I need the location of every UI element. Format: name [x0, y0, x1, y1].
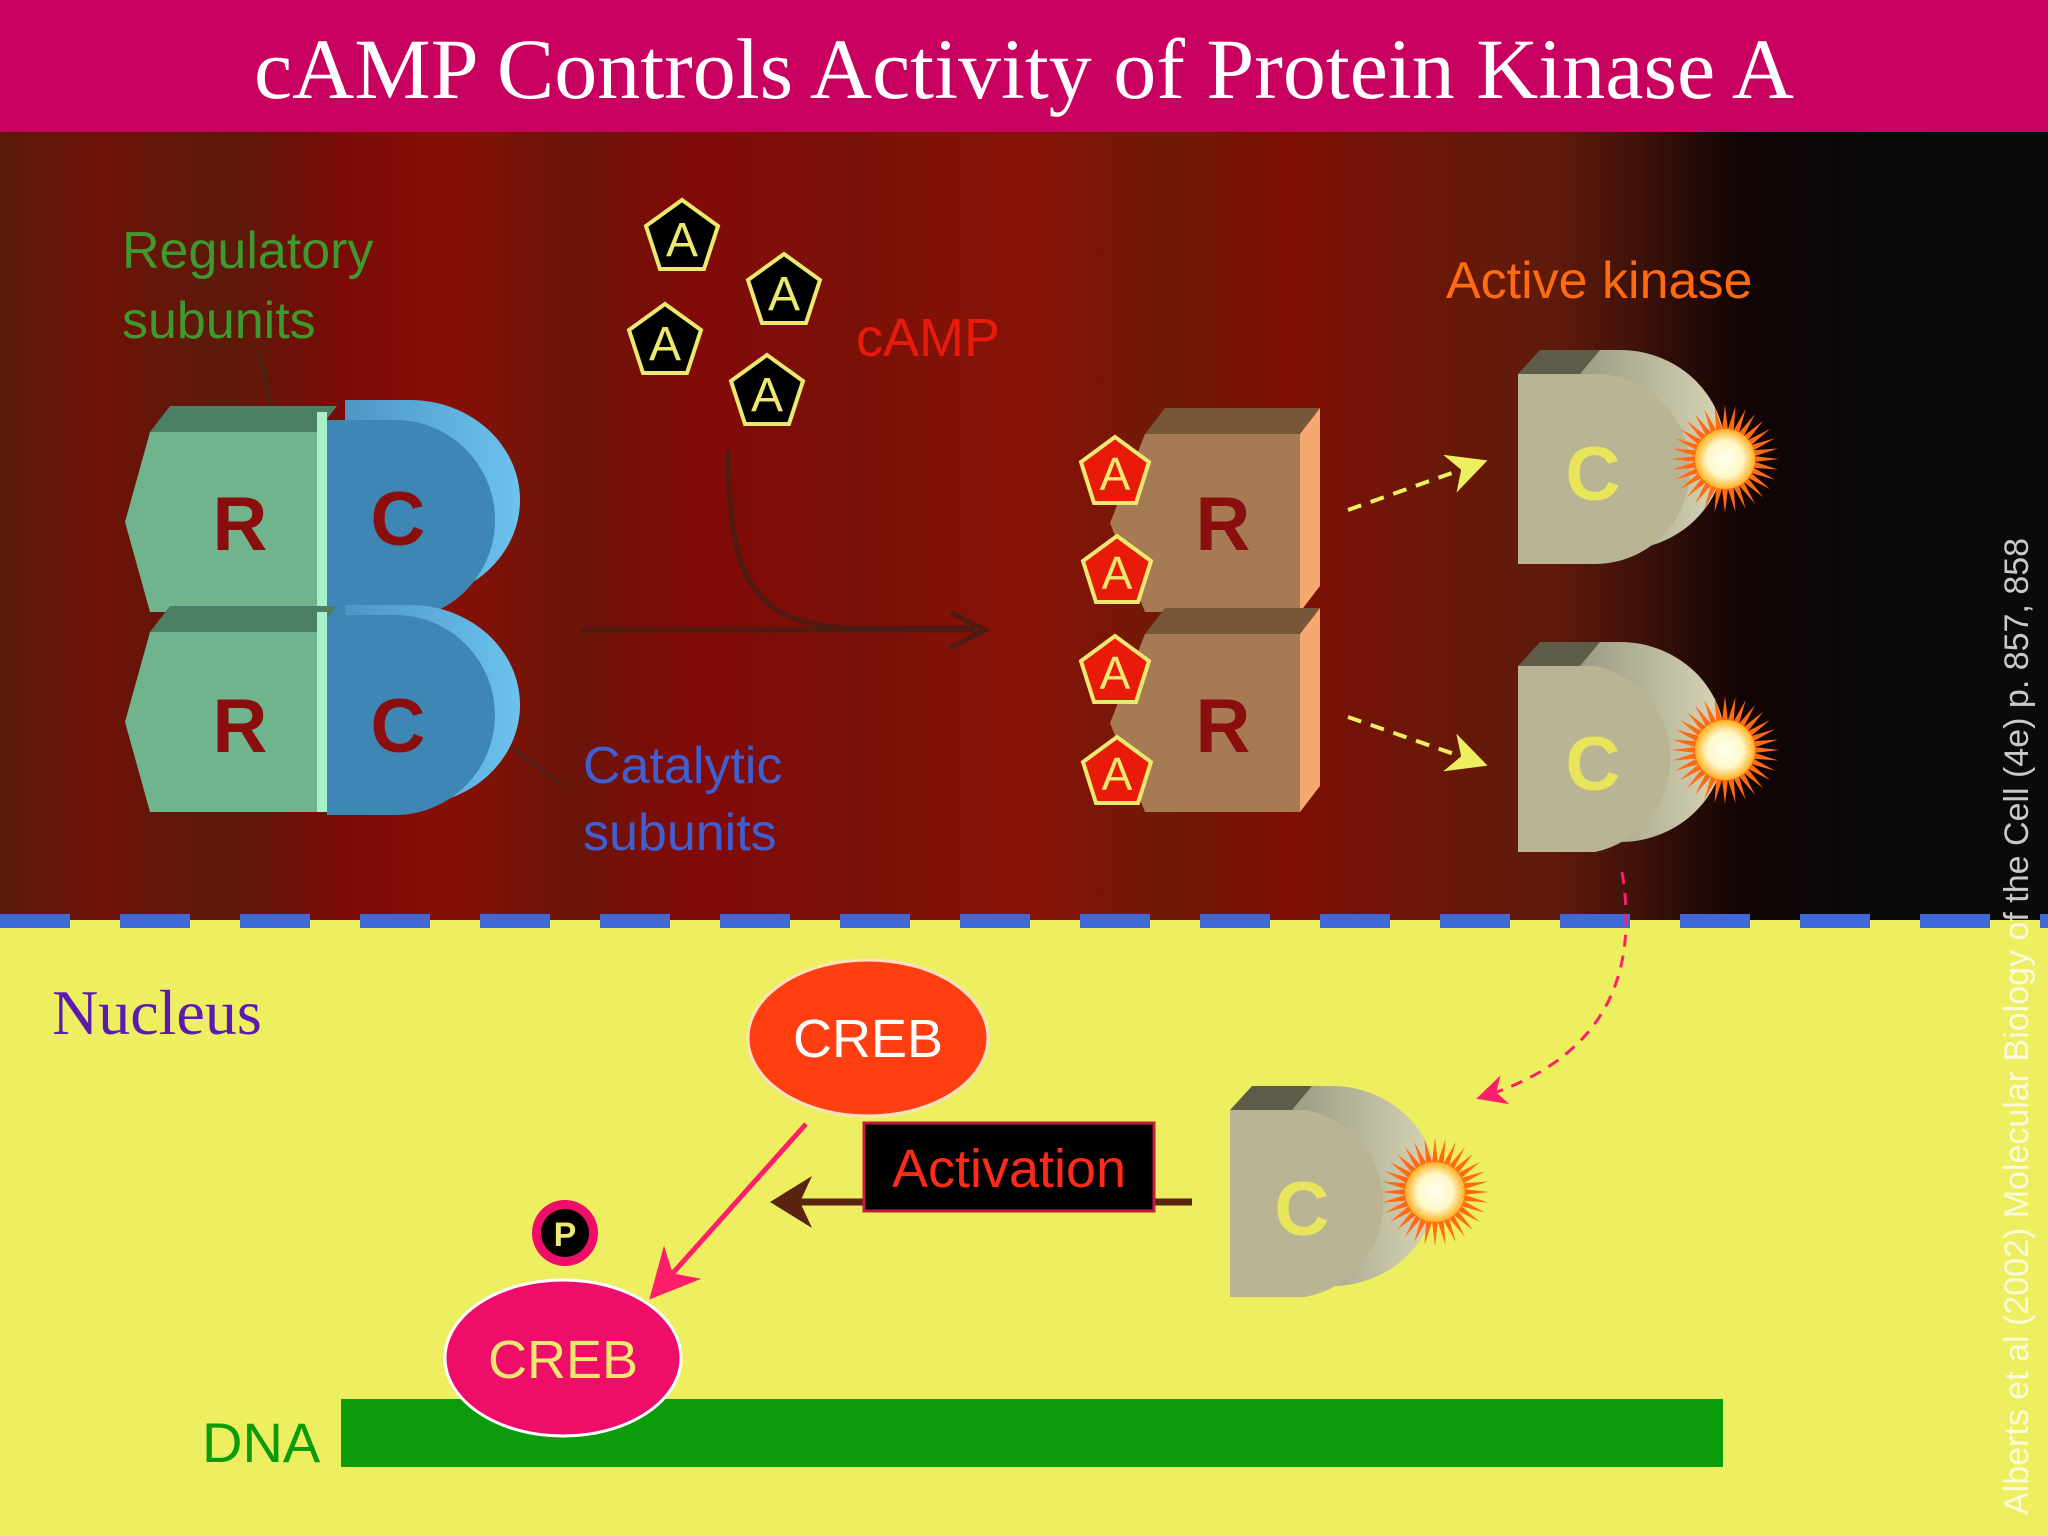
camp-letter: A: [666, 214, 698, 267]
camp-bound-group: A A A A: [1078, 434, 1154, 805]
creb-protein: [746, 958, 990, 1118]
camp-free-group: A A A A: [626, 197, 823, 426]
burst-core: [1405, 1162, 1465, 1222]
nuclear-catalytic-body: [1230, 1110, 1384, 1297]
free-regulatory-top: R: [1110, 408, 1320, 612]
phosphate-core: [541, 1209, 589, 1257]
active-site-burst-icon: [1671, 696, 1779, 804]
activation-label: Activation: [892, 1139, 1126, 1199]
nuclear-catalytic-letter: C: [1275, 1167, 1330, 1252]
catalytic-subunit-top: [327, 420, 495, 620]
activation-box: [862, 1121, 1156, 1213]
camp-bound-letter: A: [1100, 448, 1131, 500]
regulatory-letter-top: R: [213, 482, 268, 567]
camp-molecule: A: [643, 197, 721, 271]
active-catalytic-top-body: [1518, 374, 1690, 564]
nuclear-catalytic: C: [1230, 1086, 1489, 1297]
camp-bound: A: [1080, 533, 1154, 604]
title-bar: [0, 0, 2048, 132]
active-catalytic-top-letter: C: [1566, 432, 1621, 517]
camp-bound-letter: A: [1100, 647, 1131, 699]
reaction-arrow: [725, 449, 975, 631]
creb-binding-arrow: [649, 1122, 808, 1300]
dna-label: DNA: [202, 1411, 321, 1474]
camp-bound-letter: A: [1102, 547, 1133, 599]
regulatory-subunit-bottom-face: [150, 606, 337, 632]
regulatory-subunit-top-edge: [317, 412, 327, 612]
citation-text: Alberts et al (2002) Molecular Biology o…: [1998, 538, 2036, 1515]
catalytic-label-line2: subunits: [583, 804, 777, 862]
regulatory-subunit-bottom: [125, 632, 317, 812]
active-catalytic-bottom-letter: C: [1566, 722, 1621, 807]
slide-title: cAMP Controls Activity of Protein Kinase…: [254, 21, 1794, 117]
phosphate-label: P: [554, 1216, 577, 1254]
regulatory-label-line2: subunits: [122, 292, 316, 350]
active-site-burst-icon: [1671, 405, 1779, 513]
active-kinase-label: Active kinase: [1446, 252, 1752, 310]
free-regulatory-bottom: R: [1110, 608, 1320, 812]
creb-bound-protein: [443, 1278, 683, 1438]
camp-label: cAMP: [856, 308, 1000, 368]
camp-molecule: A: [728, 352, 806, 426]
camp-molecule: A: [626, 301, 704, 375]
free-regulatory-letter-bottom: R: [1196, 684, 1251, 769]
camp-bound: A: [1078, 434, 1152, 505]
free-regulatory-letter-top: R: [1196, 482, 1251, 567]
burst-core: [1695, 429, 1755, 489]
regulatory-subunit-top-face: [150, 406, 337, 432]
camp-letter: A: [768, 268, 800, 321]
catalytic-letter-top: C: [371, 477, 426, 562]
catalytic-leader-line: [511, 747, 563, 786]
holoenzyme-top: R C: [125, 400, 520, 620]
regulatory-leader-line: [257, 351, 273, 406]
active-catalytic-bottom: C: [1518, 642, 1779, 852]
active-catalytic-bottom-body: [1518, 666, 1671, 852]
catalytic-label-line1: Catalytic: [583, 737, 782, 795]
burst-core: [1695, 720, 1755, 780]
camp-molecule: A: [745, 251, 823, 325]
catalytic-letter-bottom: C: [371, 684, 426, 769]
regulatory-subunit-top: [125, 432, 317, 612]
regulatory-subunit-bottom-edge: [317, 612, 327, 812]
camp-bound: A: [1078, 633, 1152, 704]
active-catalytic-top: C: [1518, 350, 1779, 564]
reaction-arrowhead: [948, 609, 991, 651]
creb-bound-label: CREB: [488, 1330, 638, 1390]
regulatory-letter-bottom: R: [213, 684, 268, 769]
camp-letter: A: [649, 318, 681, 371]
active-site-burst-icon: [1381, 1138, 1489, 1246]
nucleus-label: Nucleus: [52, 977, 262, 1048]
camp-bound-letter: A: [1102, 748, 1133, 800]
activation-arrowhead: [770, 1176, 812, 1228]
holoenzyme-bottom: R C: [125, 605, 520, 815]
camp-letter: A: [751, 369, 783, 422]
regulatory-label-line1: Regulatory: [122, 222, 373, 280]
camp-bound: A: [1080, 734, 1154, 805]
creb-label: CREB: [793, 1009, 943, 1069]
catalytic-subunit-bottom: [327, 615, 495, 815]
